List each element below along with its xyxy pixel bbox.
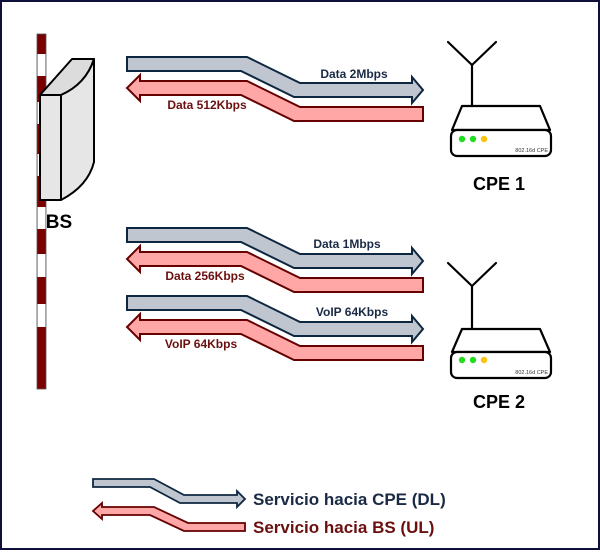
cpe-2-label: CPE 2 — [473, 392, 525, 412]
pole-stripe — [37, 254, 46, 277]
status-led-icon — [458, 135, 466, 143]
legend-ul-arrow-icon — [91, 500, 246, 532]
status-led-icon — [469, 135, 477, 143]
cpe-1-label: CPE 1 — [473, 174, 525, 194]
cpe-1-device[interactable]: 802.16d CPE — [446, 40, 553, 158]
pole-stripe — [37, 207, 46, 229]
dl-service-label: Data 1Mbps — [313, 237, 381, 251]
dl-arrow — [126, 227, 425, 277]
status-led-icon — [469, 356, 477, 364]
antenna-icon — [446, 40, 498, 108]
dl-arrow — [126, 56, 425, 106]
legend-ul-label: Servicio hacia BS (UL) — [253, 518, 434, 537]
status-led-icon — [480, 356, 488, 364]
antenna-icon — [446, 261, 498, 331]
modem-icon — [449, 104, 553, 158]
device-model-text: 802.16d CPE — [515, 148, 548, 154]
legend-dl-arrow-icon — [92, 478, 247, 510]
ul-arrow — [125, 311, 424, 361]
pole-stripe — [37, 54, 46, 76]
legend-dl-label: Servicio hacia CPE (DL) — [253, 490, 446, 509]
ul-service-label: Data 256Kbps — [165, 269, 245, 283]
status-led-icon — [480, 135, 488, 143]
cpe-2-device[interactable]: 802.16d CPE — [446, 261, 553, 380]
dl-service-label: Data 2Mbps — [320, 67, 388, 81]
ul-arrow — [125, 72, 424, 122]
pole-stripe — [37, 304, 46, 327]
ul-arrow — [125, 243, 424, 293]
bs-label: BS — [46, 212, 72, 233]
bs-pole — [36, 33, 47, 390]
legend: Servicio hacia CPE (DL) Servicio hacia B… — [91, 478, 446, 537]
device-model-text: 802.16d CPE — [515, 370, 548, 376]
dl-service-label: VoIP 64Kbps — [316, 305, 389, 319]
ul-service-label: Data 512Kbps — [167, 98, 247, 112]
status-led-icon — [458, 356, 466, 364]
modem-icon — [449, 327, 553, 380]
dl-arrow — [126, 295, 425, 345]
ul-service-label: VoIP 64Kbps — [165, 337, 238, 351]
bs-antenna-icon — [39, 58, 95, 201]
